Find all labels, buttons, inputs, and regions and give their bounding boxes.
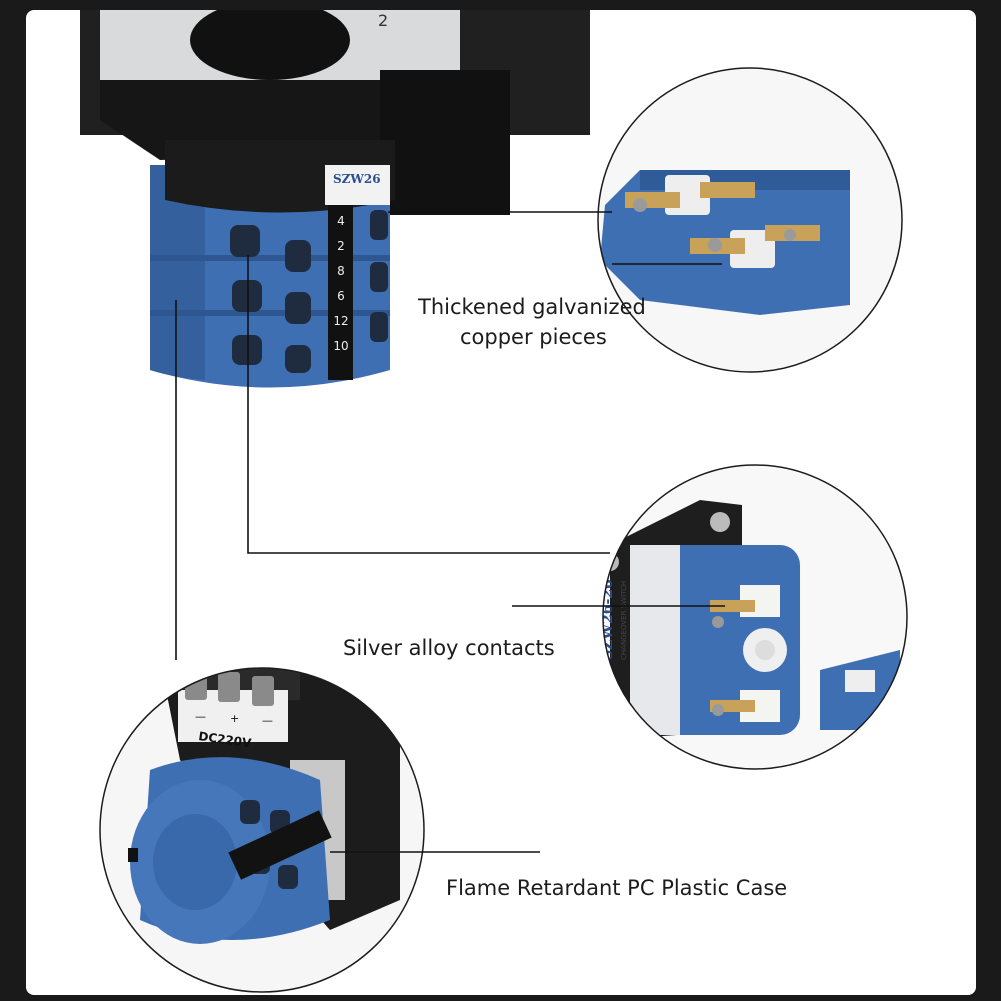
line-silver (247, 255, 610, 554)
terminal-number-1: 4 (337, 214, 345, 228)
callout-copper: Thickened galvanized copper pieces (418, 292, 646, 353)
detail-circle-copper (597, 67, 903, 373)
callout-case: Flame Retardant PC Plastic Case (446, 876, 788, 900)
terminal-number-3: 8 (337, 264, 345, 278)
terminal-number-5: 12 (333, 314, 348, 328)
dial-number: 2 (378, 11, 388, 30)
main-switch: 2 SZW26 (80, 10, 590, 388)
terminal-number-4: 6 (337, 289, 345, 303)
terminal-number-6: 10 (333, 339, 348, 353)
callout-silver: Silver alloy contacts (343, 636, 555, 660)
brand-label: SZW26 (333, 172, 381, 186)
switch-subtitle: CHANGEOVER SWITCH (620, 581, 628, 660)
callout-copper-line1: Thickened galvanized (418, 295, 646, 319)
terminal-number-2: 2 (337, 239, 345, 253)
callout-lines (175, 211, 725, 853)
polarity-2: + (230, 712, 239, 725)
detail-circle-silver: SZW26-20 CHANGEOVER SWITCH (600, 464, 908, 770)
polarity-1: — (195, 710, 206, 723)
polarity-3: — (262, 714, 273, 727)
detail-circle-case: — + — DC220V (99, 667, 425, 993)
callout-copper-line2: copper pieces (460, 325, 607, 350)
model-label: SZW26-20 (600, 579, 616, 660)
